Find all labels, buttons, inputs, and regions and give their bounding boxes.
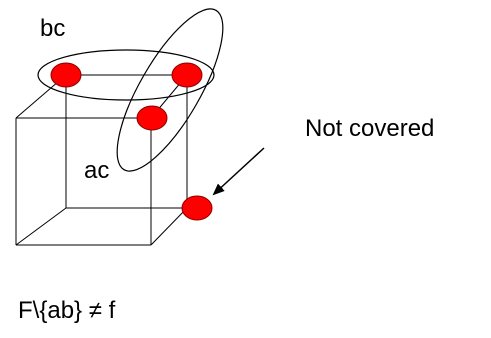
formula: F\{ab} ≠ f: [18, 297, 116, 324]
vertex-bc-left: [50, 62, 82, 88]
vertex-ac: [136, 105, 168, 131]
label-bc: bc: [40, 15, 65, 42]
vertex-bc-right: [171, 62, 203, 88]
not-covered-arrow: [212, 147, 265, 196]
cube: [15, 74, 188, 246]
vertices: [50, 62, 213, 221]
cover-ellipse-bc: [37, 49, 215, 101]
label-not-covered: Not covered: [305, 115, 434, 142]
cube-edge: [15, 207, 67, 246]
cube-edge: [150, 207, 188, 246]
cover-ellipse-ac: [116, 8, 224, 172]
vertex-not-covered: [181, 195, 213, 221]
label-ac: ac: [84, 157, 109, 184]
